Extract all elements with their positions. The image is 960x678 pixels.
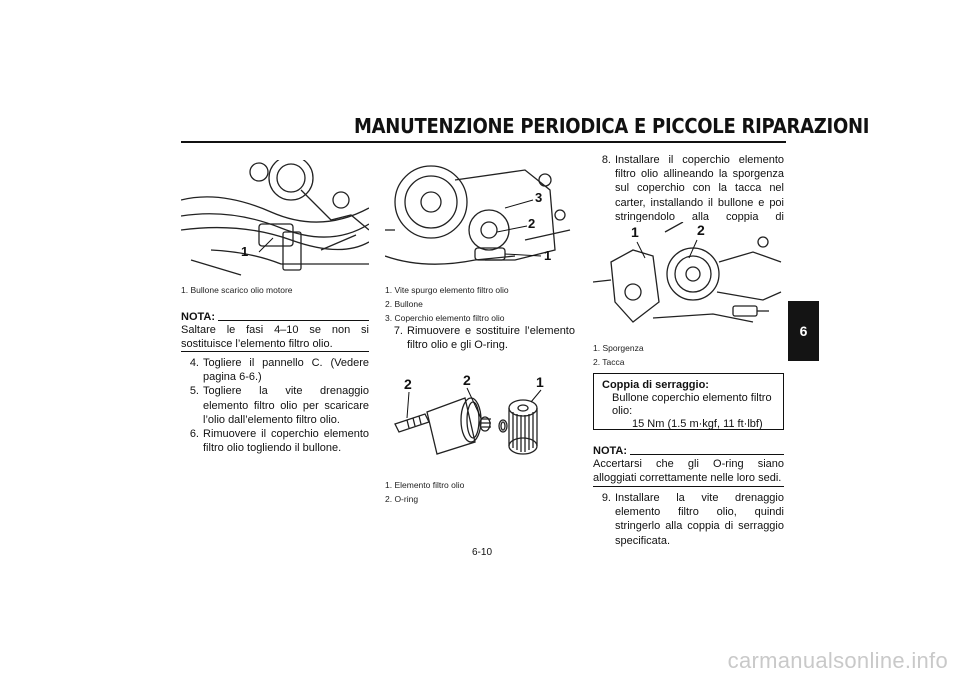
steps-column-2: 7.Rimuovere e sostituire l’elemento filt…: [385, 324, 575, 352]
step-4: 4.Togliere il pannello C. (Vedere pagina…: [189, 357, 369, 384]
figure-filter-cover: 3 2 1: [385, 160, 575, 280]
figure-cover-alignment: 1 2: [593, 222, 784, 340]
callout-2: 2: [463, 372, 471, 388]
callout-1: 1: [631, 224, 639, 240]
torque-item: Bullone coperchio elemento filtro olio:: [612, 392, 772, 417]
callout-3: 3: [535, 190, 543, 205]
title-rule: [181, 141, 786, 143]
nota-rule-bottom: [181, 351, 369, 352]
callout-1: 1: [544, 248, 552, 263]
chapter-tab: 6: [788, 301, 819, 361]
caption-line: 2. Tacca: [593, 357, 625, 367]
figure-filter-element: 2 2 1: [385, 368, 575, 474]
watermark: carmanualsonline.info: [727, 648, 948, 673]
caption-line: 3. Coperchio elemento filtro olio: [385, 313, 505, 323]
caption-line: 1. Sporgenza: [593, 343, 644, 353]
nota-heading: NOTA:: [181, 311, 216, 323]
nota-rule-bottom: [593, 486, 784, 487]
caption-line: 1. Bullone scarico olio motore: [181, 285, 293, 295]
step-9: 9.Installare la vite drenaggio elemento …: [601, 492, 784, 547]
nota-rule-top: [630, 454, 784, 455]
nota-text: Saltare le fasi 4–10 se non si sostituis…: [181, 324, 369, 351]
figure4-caption: 1. Sporgenza 2. Tacca: [593, 341, 644, 369]
nota-rule-top: [218, 320, 369, 321]
figure1-caption: 1. Bullone scarico olio motore: [181, 283, 293, 297]
step-7: 7.Rimuovere e sostituire l’elemento filt…: [393, 325, 575, 352]
page-title: MANUTENZIONE PERIODICA E PICCOLE RIPARAZ…: [354, 114, 870, 138]
step-5: 5.Togliere la vite drenaggio elemento fi…: [189, 385, 369, 426]
torque-value: 15 Nm (1.5 m·kgf, 11 ft·lbf): [632, 418, 763, 430]
steps-column-3b: 9.Installare la vite drenaggio elemento …: [593, 491, 784, 548]
caption-line: 2. O-ring: [385, 494, 419, 504]
figure3-caption: 1. Elemento filtro olio 2. O-ring: [385, 478, 464, 506]
callout-2: 2: [697, 222, 705, 238]
callout-2: 2: [528, 216, 536, 231]
callout-1: 1: [241, 244, 249, 259]
step-6: 6.Rimuovere il coperchio elemento filtro…: [189, 428, 369, 455]
caption-line: 1. Elemento filtro olio: [385, 480, 465, 490]
callout-1: 1: [536, 374, 544, 390]
caption-line: 1. Vite spurgo elemento filtro olio: [385, 285, 509, 295]
nota-text: Accertarsi che gli O-ring siano alloggia…: [593, 458, 784, 485]
torque-spec-box: Coppia di serraggio: Bullone coperchio e…: [593, 373, 784, 430]
caption-line: 2. Bullone: [385, 299, 423, 309]
figure2-caption: 1. Vite spurgo elemento filtro olio 2. B…: [385, 283, 509, 325]
page-number: 6-10: [471, 547, 492, 558]
steps-column-1: 4.Togliere il pannello C. (Vedere pagina…: [181, 356, 369, 455]
torque-heading: Coppia di serraggio:: [602, 379, 709, 391]
nota-heading: NOTA:: [593, 445, 628, 457]
figure-drain-bolt: 1: [181, 160, 369, 280]
callout-2: 2: [404, 376, 412, 392]
